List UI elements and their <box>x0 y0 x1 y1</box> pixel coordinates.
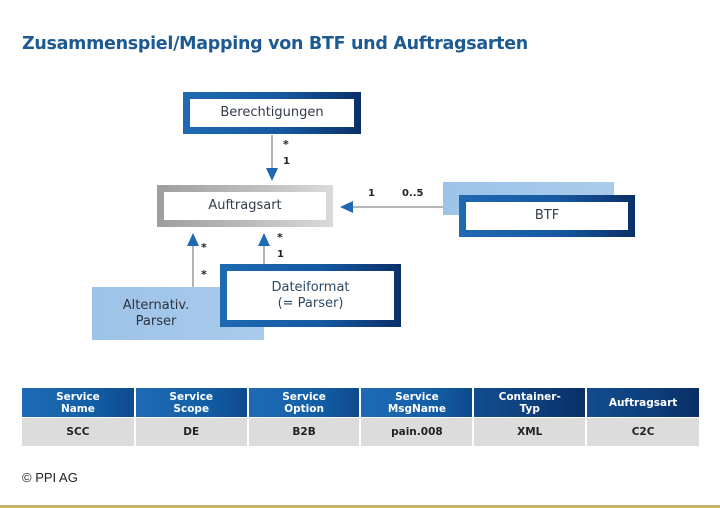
node-alternativ-label-2: Parser <box>135 313 177 329</box>
table-cell: C2C <box>586 417 699 446</box>
multiplicity-label: * <box>277 231 283 244</box>
footer-divider <box>0 505 720 508</box>
table-row: SCC DE B2B pain.008 XML C2C <box>22 417 699 446</box>
multiplicity-label: * <box>283 138 289 151</box>
node-dateiformat: Dateiformat (= Parser) <box>220 264 401 327</box>
table-cell: SCC <box>22 417 136 446</box>
node-berechtigungen-label: Berechtigungen <box>220 105 324 120</box>
multiplicity-label: * <box>201 241 207 254</box>
column-header-container-typ: Container-Typ <box>473 388 588 418</box>
node-auftragsart: Auftragsart <box>157 185 333 227</box>
multiplicity-label: 1 <box>368 188 375 199</box>
node-btf-label: BTF <box>534 208 560 223</box>
node-dateiformat-label-2: (= Parser) <box>277 295 344 311</box>
column-header-auftragsart: Auftragsart <box>586 388 699 418</box>
table-cell: XML <box>473 417 588 446</box>
page-title: Zusammenspiel/Mapping von BTF und Auftra… <box>22 34 528 54</box>
node-alternativ-label-1: Alternativ. <box>122 297 190 313</box>
multiplicity-label: 1 <box>283 156 290 167</box>
multiplicity-label: 1 <box>277 249 284 260</box>
node-berechtigungen: Berechtigungen <box>183 92 361 134</box>
multiplicity-label: * <box>201 268 207 281</box>
node-auftragsart-label: Auftragsart <box>208 198 282 213</box>
table-cell: B2B <box>247 417 362 446</box>
node-btf: BTF <box>459 195 635 237</box>
node-dateiformat-label-1: Dateiformat <box>271 279 350 295</box>
multiplicity-label: 0..5 <box>402 188 424 199</box>
table-cell: DE <box>134 417 249 446</box>
table-cell: pain.008 <box>360 417 475 446</box>
copyright-notice: © PPI AG <box>22 470 78 485</box>
